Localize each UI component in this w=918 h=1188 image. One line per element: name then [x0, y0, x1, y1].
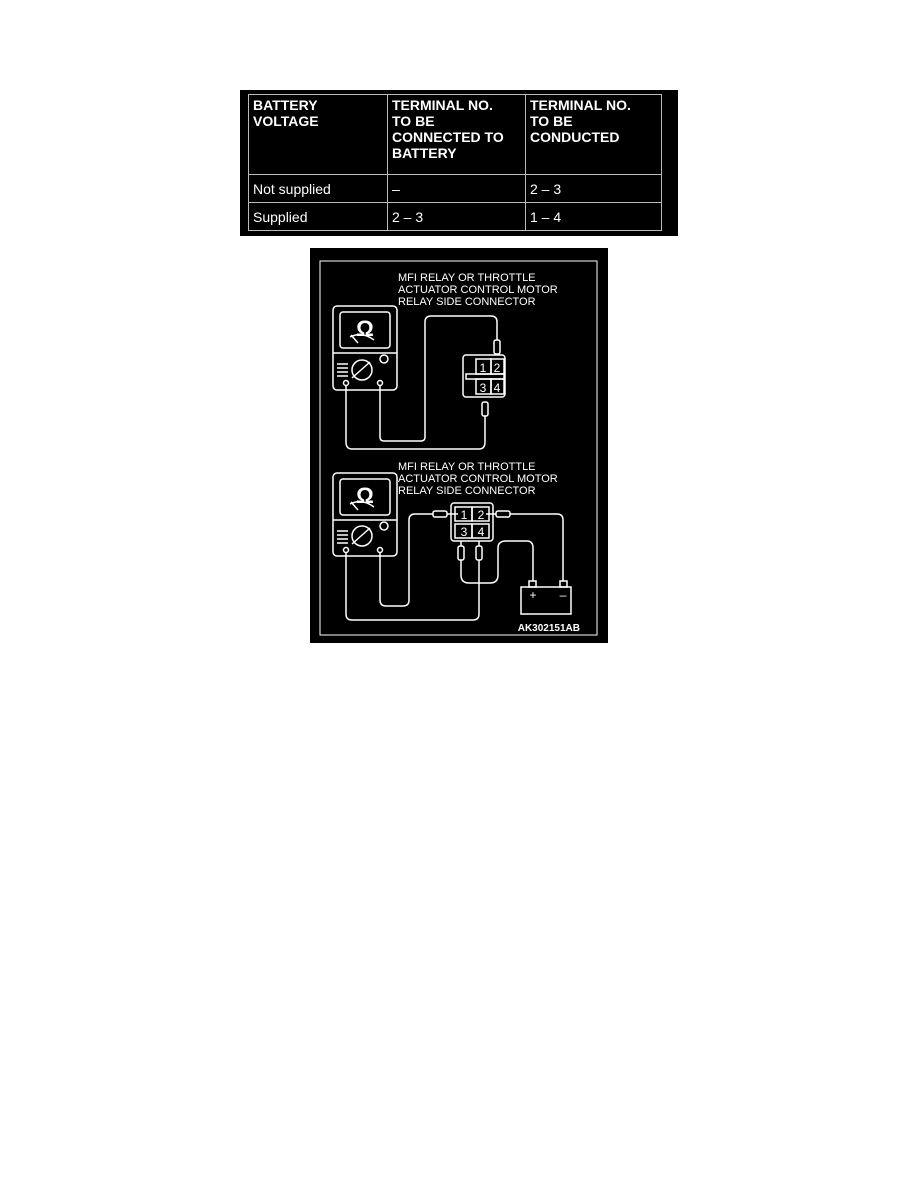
header-line: VOLTAGE: [253, 113, 319, 129]
header-line: BATTERY: [253, 97, 318, 113]
ohmmeter-icon-bottom: [332, 472, 398, 557]
header-line: TERMINAL NO.: [392, 97, 493, 113]
connector-label-top: RELAY SIDE CONNECTOR: [398, 296, 536, 308]
terminal-label: 4: [478, 525, 485, 539]
header-terminal-conducted: TERMINAL NO. TO BE CONDUCTED: [525, 94, 662, 175]
table-cell: 2 – 3: [387, 202, 526, 231]
battery-minus-label: –: [560, 588, 567, 602]
relay-connector-top: [462, 354, 506, 398]
connector-label-top: ACTUATOR CONTROL MOTOR: [398, 284, 558, 296]
header-line: TO BE: [530, 113, 573, 129]
header-line: TO BE: [392, 113, 435, 129]
header-line: TERMINAL NO.: [530, 97, 631, 113]
battery-plus-label: +: [529, 588, 536, 602]
terminal-label: 4: [494, 381, 501, 395]
wire: [379, 315, 498, 442]
table-cell: Not supplied: [248, 174, 388, 203]
terminal-label: 2: [494, 361, 501, 375]
table-row: Supplied 2 – 3 1 – 4: [248, 202, 662, 231]
connector-label-bottom: RELAY SIDE CONNECTOR: [398, 485, 536, 497]
connector-label-bottom: ACTUATOR CONTROL MOTOR: [398, 473, 558, 485]
wire: [460, 540, 534, 584]
ohmmeter-icon-top: [332, 305, 398, 391]
header-line: CONDUCTED: [530, 129, 620, 145]
wire: [345, 553, 480, 621]
header-line: BATTERY: [392, 145, 457, 161]
terminal-label: 3: [461, 525, 468, 539]
wire: [345, 386, 486, 450]
ohm-symbol: Ω: [356, 483, 374, 508]
terminal-label: 1: [480, 361, 487, 375]
header-line: CONNECTED TO: [392, 129, 504, 145]
connector-label-top: MFI RELAY OR THROTTLE: [398, 272, 536, 284]
wire: [510, 513, 564, 581]
terminal-label: 3: [480, 381, 487, 395]
relay-connector-bottom: [450, 502, 494, 542]
wire: [379, 513, 433, 607]
terminal-conduction-table: BATTERY VOLTAGE TERMINAL NO. TO BE CONNE…: [240, 90, 678, 236]
table-cell: Supplied: [248, 202, 388, 231]
table-header-row: BATTERY VOLTAGE TERMINAL NO. TO BE CONNE…: [248, 94, 662, 175]
connector-label-bottom: MFI RELAY OR THROTTLE: [398, 461, 536, 473]
figure-code: AK302151AB: [518, 623, 580, 634]
header-battery-voltage: BATTERY VOLTAGE: [248, 94, 388, 175]
terminal-label: 1: [461, 508, 468, 522]
table-cell: 1 – 4: [525, 202, 662, 231]
ohm-symbol: Ω: [356, 316, 374, 341]
table-cell: 2 – 3: [525, 174, 662, 203]
terminal-label: 2: [478, 508, 485, 522]
